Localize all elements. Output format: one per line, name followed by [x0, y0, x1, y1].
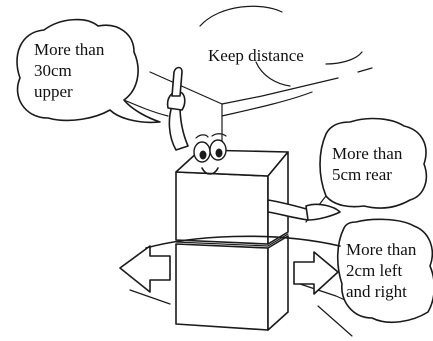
raised-arm: [168, 105, 189, 151]
side-clearance-label: More than 2cm left and right: [346, 240, 416, 303]
clearance-arc: [145, 235, 341, 249]
speech-bubble-upper: [16, 18, 161, 124]
rear-clearance-line-1: More than: [332, 144, 403, 163]
upper-clearance-line-2: 30cm: [34, 60, 72, 80]
upper-clearance-line-3: upper: [34, 81, 73, 101]
side-clearance-line-2: 2cm left: [346, 260, 403, 280]
upper-clearance-line-1: More than: [34, 40, 105, 59]
arrow-right-icon: [293, 251, 339, 295]
smile: [201, 167, 219, 175]
side-clearance-line-1: More than: [346, 240, 417, 259]
open-hand: [305, 203, 341, 221]
side-clearance-line-3: and right: [346, 281, 407, 301]
pointing-finger: [171, 66, 183, 97]
speech-bubble-sides: [336, 218, 433, 324]
diagram-title: Keep distance: [208, 46, 304, 65]
upper-clearance-label: More than 30cm upper: [34, 40, 104, 103]
room-corner-lines: [129, 67, 373, 337]
title-cloud-strokes: [199, 5, 363, 117]
rear-clearance-line-2: 5cm rear: [332, 164, 392, 184]
refrigerator-character: [166, 66, 341, 331]
rear-clearance-label: More than 5cm rear: [332, 144, 402, 186]
arrow-left-icon: [119, 245, 171, 293]
